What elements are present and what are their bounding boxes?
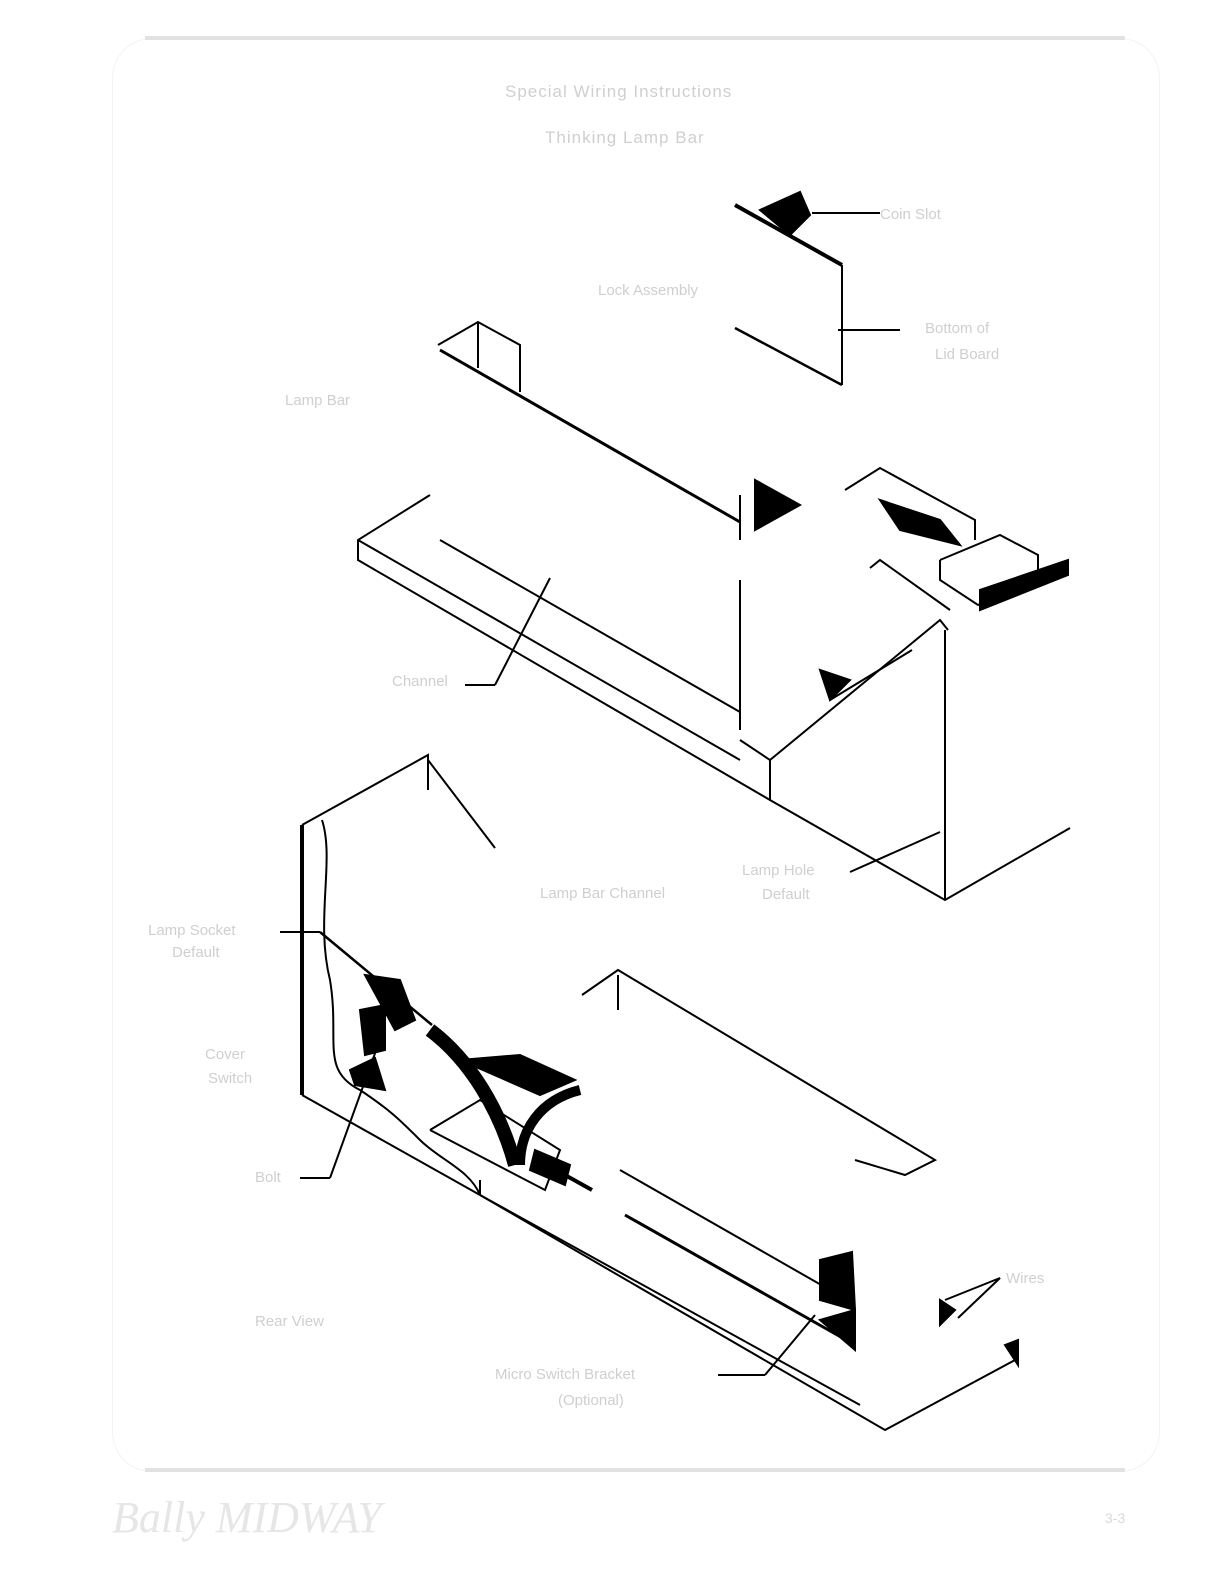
lower-assembly	[280, 753, 1019, 1432]
top-rule	[145, 36, 1125, 40]
label-lamp-bar: Lamp Bar	[285, 392, 351, 409]
label-lamp-socket-2: Default	[172, 944, 220, 961]
upper-assembly	[357, 190, 1071, 902]
label-lock-assembly: Lock Assembly	[598, 282, 699, 299]
title-line-2: Thinking Lamp Bar	[545, 128, 705, 147]
label-micro-switch-1: Micro Switch Bracket	[495, 1366, 636, 1383]
label-lamp-bar-channel: Lamp Bar Channel	[540, 885, 666, 902]
label-bottom-of-lid-2: Lid Board	[935, 346, 1000, 363]
label-channel: Channel	[392, 673, 448, 690]
label-bolt: Bolt	[255, 1169, 281, 1186]
label-cover-switch-2: Switch	[208, 1070, 253, 1087]
label-lamp-hole-1: Lamp Hole	[742, 862, 815, 879]
label-lamp-hole-2: Default	[762, 886, 810, 903]
label-micro-switch-2: (Optional)	[558, 1392, 624, 1409]
title-line-1: Special Wiring Instructions	[505, 82, 733, 101]
bottom-rule	[145, 1468, 1125, 1472]
label-bottom-of-lid-1: Bottom of	[925, 320, 990, 337]
label-wires: Wires	[1006, 1270, 1045, 1287]
bally-midway-logo: Bally MIDWAY	[112, 1493, 382, 1542]
label-cover-switch-1: Cover	[205, 1046, 246, 1063]
label-rear-view: Rear View	[255, 1313, 324, 1330]
label-coin-slot: Coin Slot	[880, 206, 941, 223]
label-lamp-socket-1: Lamp Socket	[148, 922, 236, 939]
page-number: 3-3	[1105, 1510, 1126, 1526]
